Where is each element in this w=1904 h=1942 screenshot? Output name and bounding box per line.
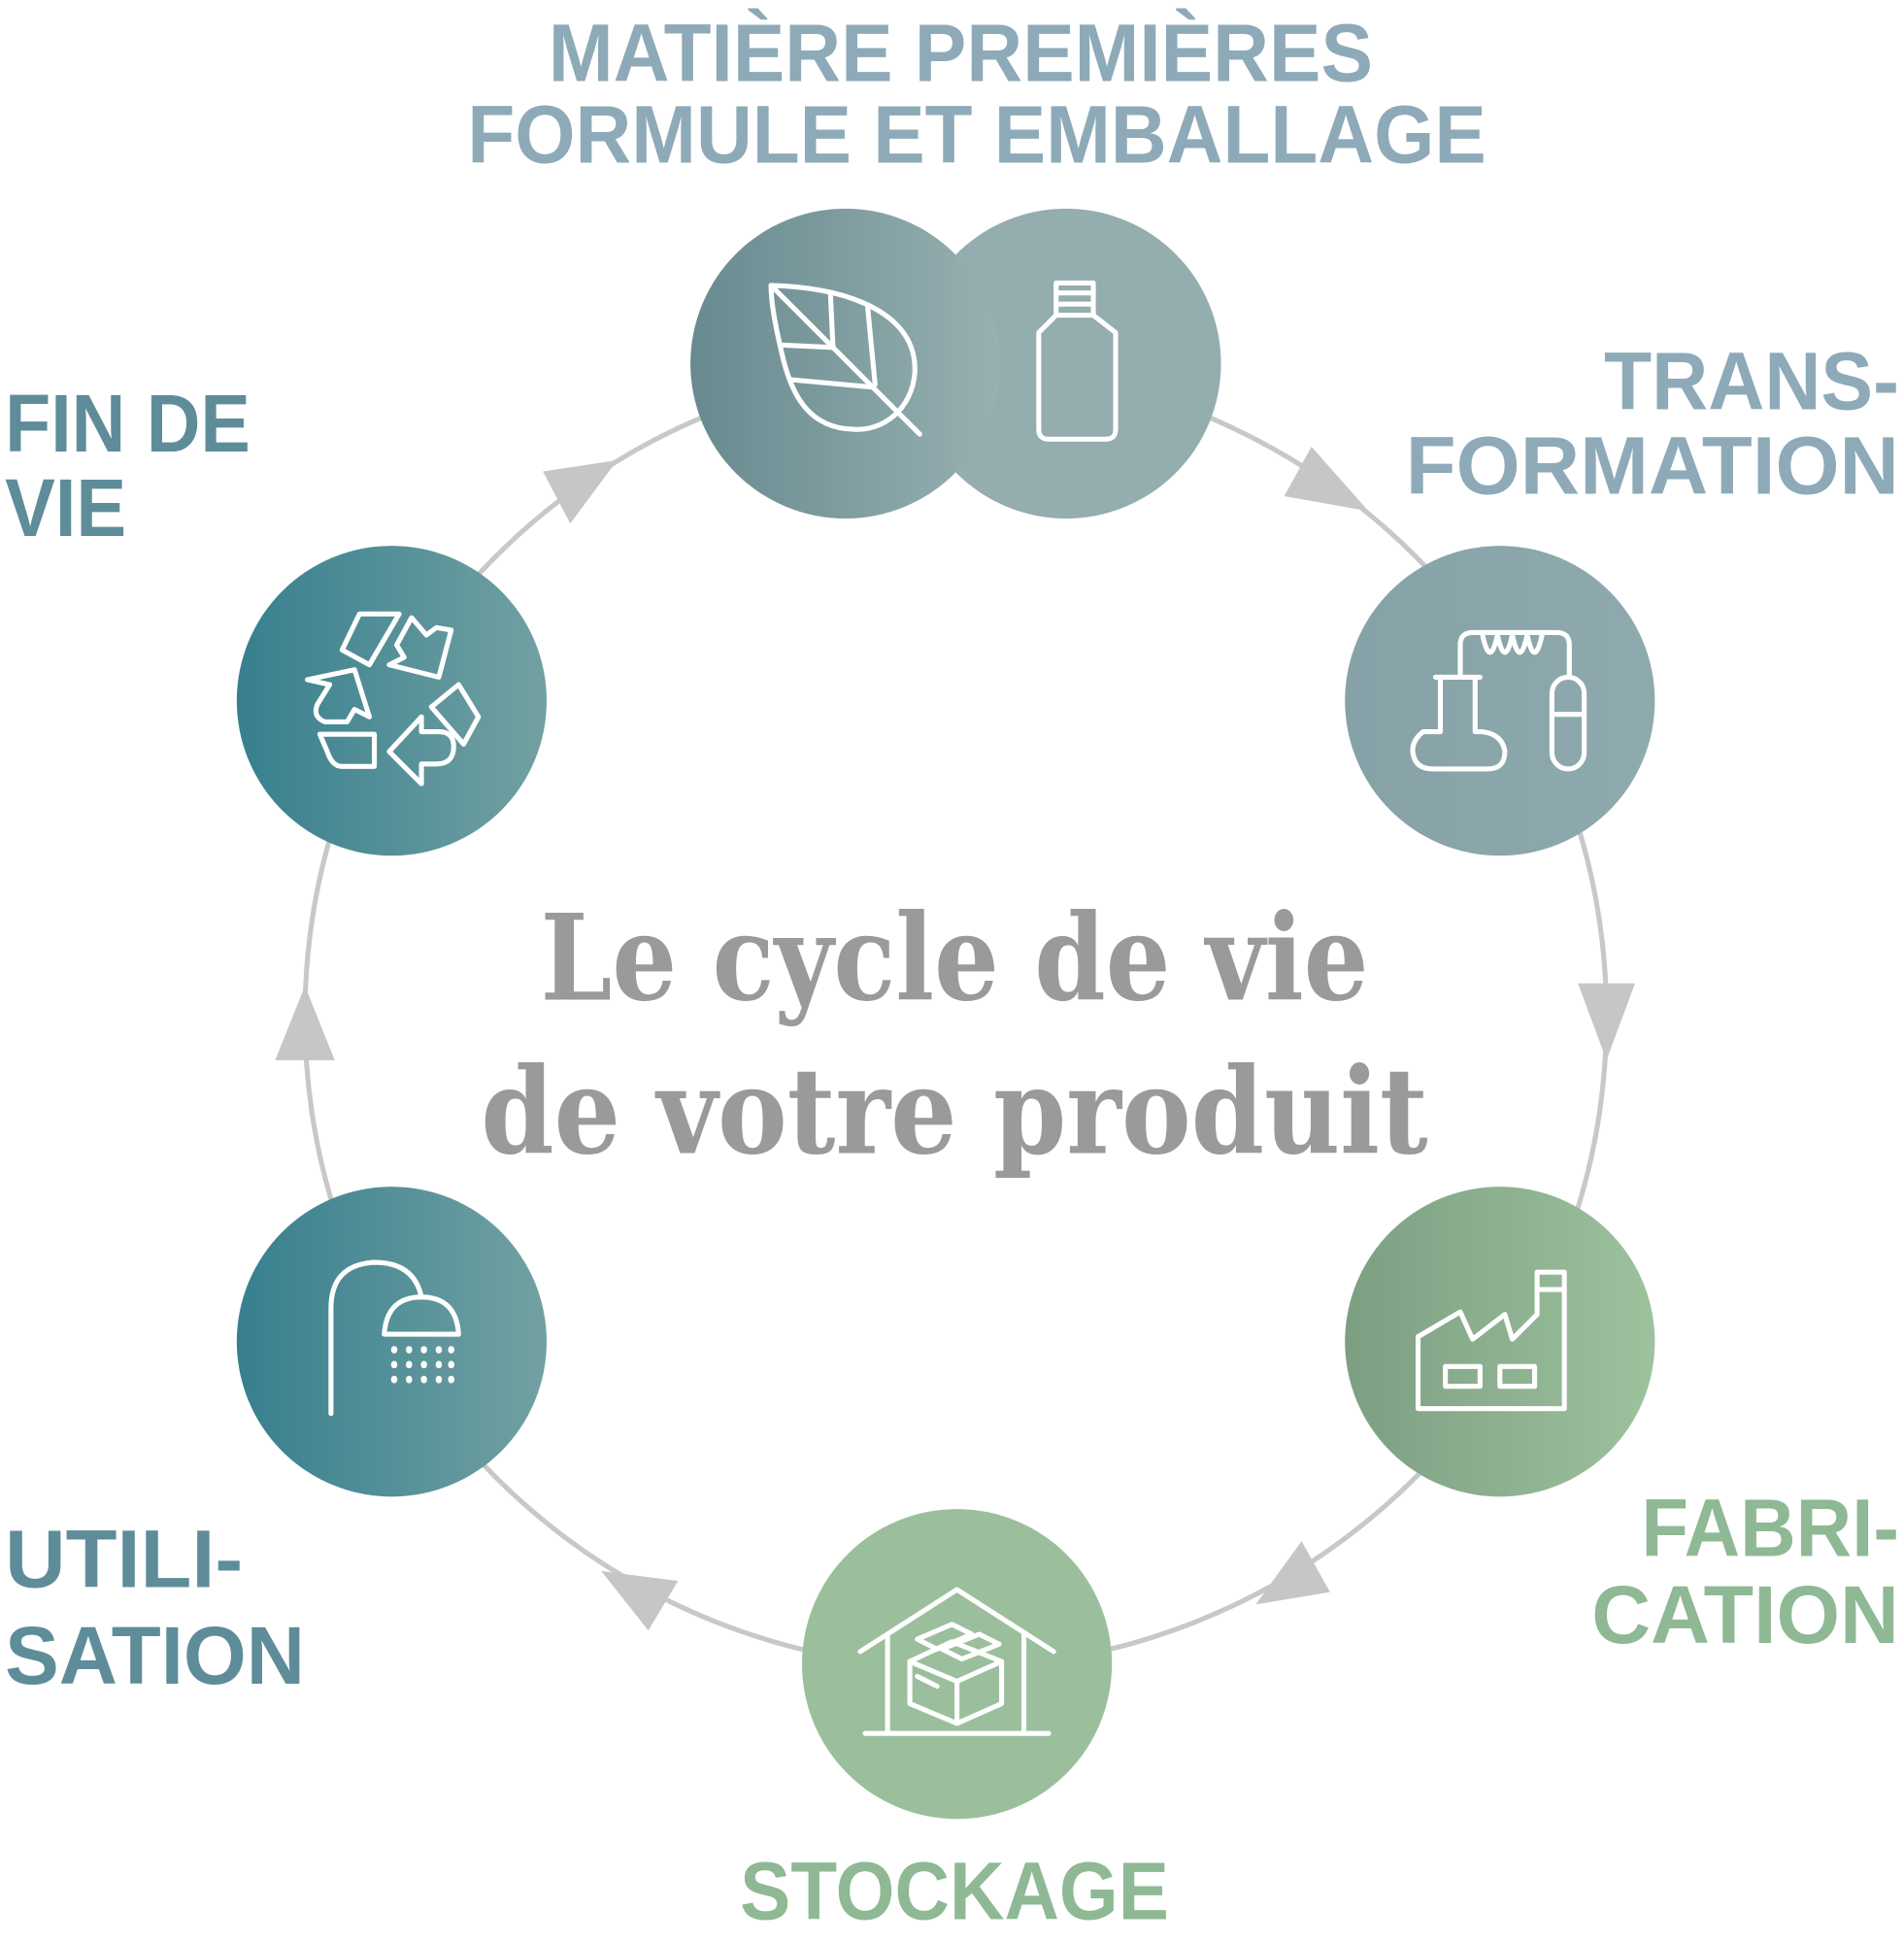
fin-de-vie-label-1: FIN DE	[5, 378, 251, 469]
transformation-label-2: FORMATION	[1406, 419, 1899, 511]
utilisation-label-1: UTILI-	[5, 1514, 243, 1605]
fin-de-vie-label-2: VIE	[5, 462, 126, 553]
transformation-label-1: TRANS-	[1604, 336, 1899, 427]
arrow-icon	[543, 460, 618, 524]
center-title-line-2: de votre produit	[481, 1042, 1427, 1182]
utilisation-label-2: SATION	[5, 1610, 305, 1701]
recycle-icon	[305, 611, 482, 787]
shower-icon	[328, 1259, 461, 1417]
arrow-icon	[1255, 1541, 1330, 1605]
arrow-icon	[1284, 446, 1369, 512]
warehouse-icon	[857, 1587, 1056, 1736]
stage-fabrication	[1345, 1187, 1655, 1497]
lab-flask-icon	[1410, 629, 1587, 772]
arrow-icon	[275, 986, 335, 1060]
arrow-icon	[1578, 983, 1635, 1060]
stage-fin-de-vie	[236, 546, 548, 856]
cycle-arrows	[275, 446, 1635, 1631]
fabrication-label-1: FABRI-	[1641, 1483, 1899, 1574]
factory-icon	[1415, 1269, 1567, 1412]
stockage-label: STOCKAGE	[740, 1846, 1169, 1937]
stage-transformation	[1345, 546, 1655, 856]
stage-utilisation	[236, 1187, 548, 1497]
stage-matieres	[690, 208, 1221, 519]
center-title-line-1: Le cycle de vie	[541, 887, 1369, 1027]
leaf-icon	[768, 283, 922, 437]
title-line-1: MATIÈRE PREMIÈRES	[549, 7, 1373, 98]
stage-stockage	[802, 1509, 1113, 1820]
arrow-icon	[601, 1570, 679, 1631]
title-line-2: FORMULE ET EMBALLAGE	[467, 89, 1486, 181]
fabrication-label-2: CATION	[1591, 1569, 1899, 1660]
bottle-icon	[1036, 280, 1119, 442]
